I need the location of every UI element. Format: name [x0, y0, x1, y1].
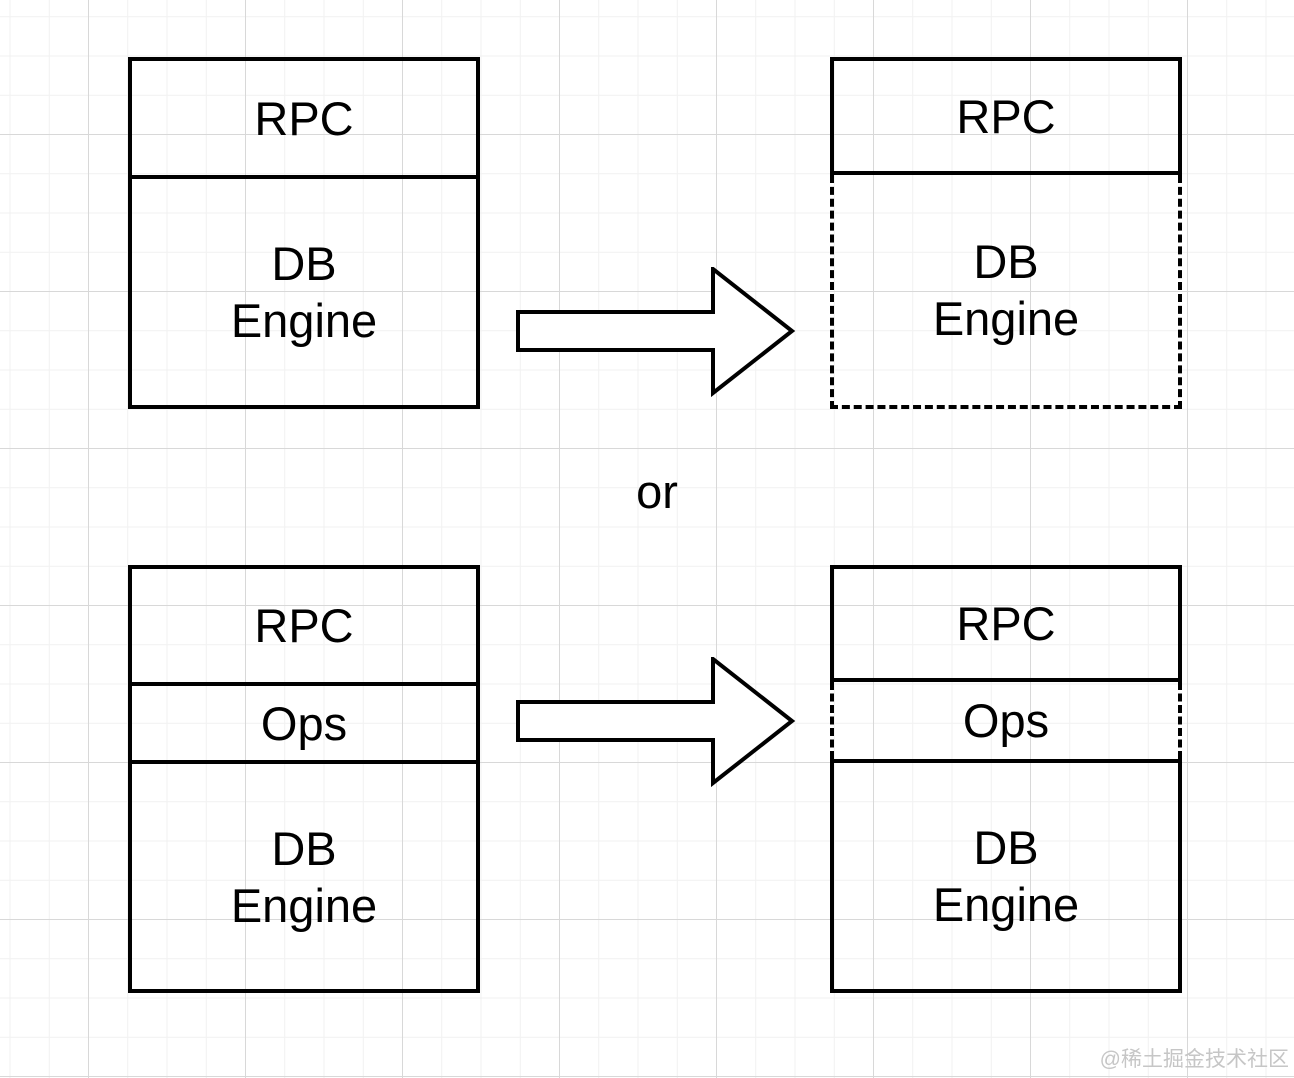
- layer-rpc-label: RPC: [956, 597, 1056, 650]
- or-label: or: [636, 465, 678, 518]
- layer-rpc: RPC: [830, 57, 1182, 175]
- layer-db-engine: DB Engine: [132, 175, 476, 405]
- layer-ops-dashed: Ops: [830, 682, 1182, 759]
- right-arrow-icon: [516, 657, 796, 787]
- or-separator: or: [577, 464, 737, 519]
- layer-rpc-label: RPC: [956, 89, 1056, 143]
- layer-db-engine: DB Engine: [830, 759, 1182, 993]
- layer-ops-label: Ops: [260, 696, 348, 750]
- layer-db-engine: DB Engine: [132, 760, 476, 989]
- layer-rpc-label: RPC: [254, 599, 354, 652]
- transform-arrow-bottom: [516, 657, 796, 787]
- stack-top-left: RPC DB Engine: [128, 57, 480, 409]
- layer-db-engine-label: DB Engine: [230, 237, 378, 347]
- layer-ops-label: Ops: [962, 694, 1050, 747]
- layer-rpc: RPC: [132, 569, 476, 682]
- layer-db-engine-dashed: DB Engine: [830, 175, 1182, 409]
- layer-db-engine-label: DB Engine: [230, 821, 378, 932]
- layer-rpc: RPC: [132, 61, 476, 175]
- stack-bottom-left: RPC Ops DB Engine: [128, 565, 480, 993]
- watermark-text: @稀土掘金技术社区: [1099, 1048, 1289, 1071]
- transform-arrow-top: [516, 267, 796, 397]
- stack-top-right: RPC DB Engine: [830, 57, 1182, 409]
- right-arrow-icon: [516, 267, 796, 397]
- watermark: @稀土掘金技术社区: [1100, 1048, 1289, 1072]
- layer-rpc: RPC: [830, 565, 1182, 682]
- layer-db-engine-label: DB Engine: [932, 821, 1080, 931]
- layer-db-engine-label: DB Engine: [932, 235, 1080, 345]
- layer-ops: Ops: [132, 682, 476, 760]
- stack-bottom-right: RPC Ops DB Engine: [830, 565, 1182, 993]
- layer-rpc-label: RPC: [254, 91, 354, 145]
